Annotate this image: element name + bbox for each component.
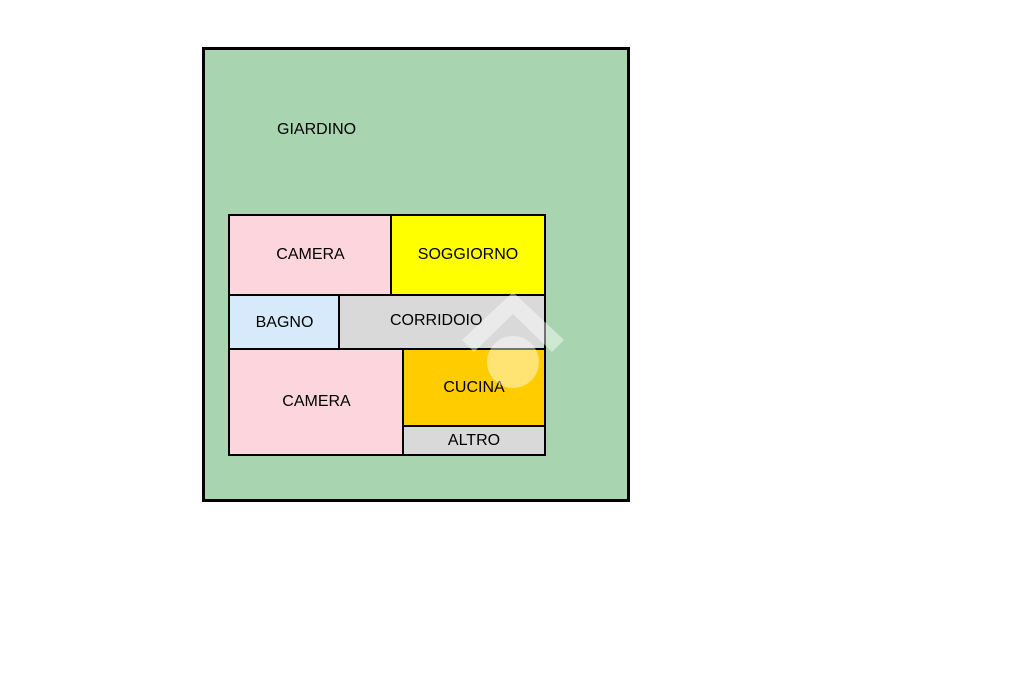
room-camera-bottom: CAMERA [228, 348, 405, 456]
room-cucina: CUCINA [402, 348, 546, 428]
room-corridoio: CORRIDOIO [338, 294, 546, 351]
room-camera-top: CAMERA [228, 214, 393, 296]
room-soggiorno: SOGGIORNO [390, 214, 546, 296]
garden-label: GIARDINO [277, 121, 357, 138]
room-bagno: BAGNO [228, 294, 341, 351]
room-altro: ALTRO [402, 425, 546, 456]
